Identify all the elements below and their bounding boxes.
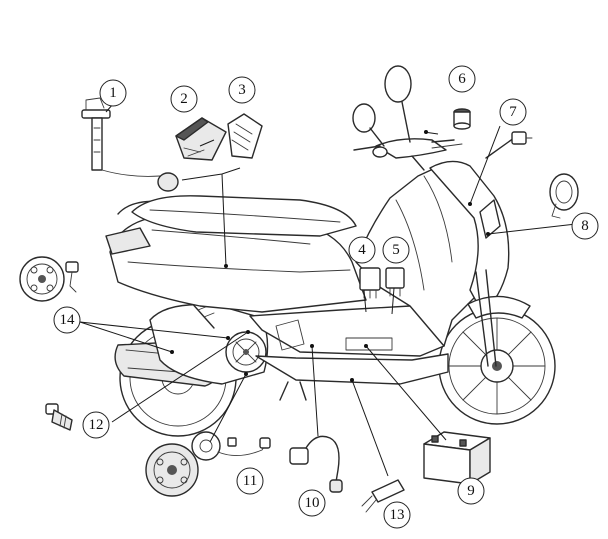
right-mirror	[384, 65, 412, 143]
callout-4-label: 4	[358, 242, 366, 258]
callout-12: 12	[82, 411, 110, 439]
left-mirror	[352, 103, 385, 147]
front-fender	[467, 295, 531, 319]
callout-14-label: 14	[60, 312, 76, 328]
callout-6: 6	[448, 65, 476, 93]
callout-6-label: 6	[458, 71, 466, 87]
component-4-relay	[359, 267, 381, 299]
stand	[279, 381, 307, 401]
component-11-stator	[145, 431, 271, 497]
callout-9-label: 9	[467, 483, 475, 499]
component-6-switch	[453, 108, 471, 130]
front-wheel	[438, 307, 556, 425]
component-3-regulator	[227, 113, 263, 159]
callout-12-label: 12	[89, 417, 104, 433]
component-7-brake-switch	[485, 131, 533, 159]
component-13-connector	[361, 479, 405, 513]
callout-13-label: 13	[390, 507, 405, 523]
callout-1-label: 1	[109, 85, 117, 101]
callout-4: 4	[348, 236, 376, 264]
callout-8: 8	[571, 212, 599, 240]
component-2-cdi-unit	[175, 117, 227, 161]
callout-1: 1	[99, 79, 127, 107]
callout-10-label: 10	[305, 495, 320, 511]
component-12-sensor	[45, 403, 73, 431]
scooter-illustration	[105, 65, 556, 437]
callout-2: 2	[170, 85, 198, 113]
floorboard	[249, 305, 449, 385]
callout-2-label: 2	[180, 91, 188, 107]
handlebar	[353, 138, 463, 159]
front-fork	[475, 269, 497, 367]
callout-11: 11	[236, 467, 264, 495]
component-14-flywheel	[19, 256, 79, 302]
callout-10: 10	[298, 489, 326, 517]
component-9-battery	[423, 431, 491, 485]
callout-8-label: 8	[581, 218, 589, 234]
callout-3-label: 3	[238, 82, 246, 98]
callout-9: 9	[457, 477, 485, 505]
callout-3: 3	[228, 76, 256, 104]
callout-5: 5	[382, 236, 410, 264]
callout-14: 14	[53, 306, 81, 334]
component-8-horn	[549, 173, 579, 219]
callout-11-label: 11	[243, 473, 257, 489]
front-fairing	[429, 160, 510, 313]
seat	[131, 195, 357, 237]
callout-5-label: 5	[392, 242, 400, 258]
component-1-fuel-sender	[81, 97, 179, 192]
callout-7: 7	[499, 98, 527, 126]
steering-column	[411, 155, 425, 171]
component-5-fuse	[385, 267, 405, 297]
callout-13: 13	[383, 501, 411, 529]
component-10-ignition-coil	[289, 435, 343, 493]
callout-7-label: 7	[509, 104, 517, 120]
rear-body-panel	[105, 217, 367, 313]
